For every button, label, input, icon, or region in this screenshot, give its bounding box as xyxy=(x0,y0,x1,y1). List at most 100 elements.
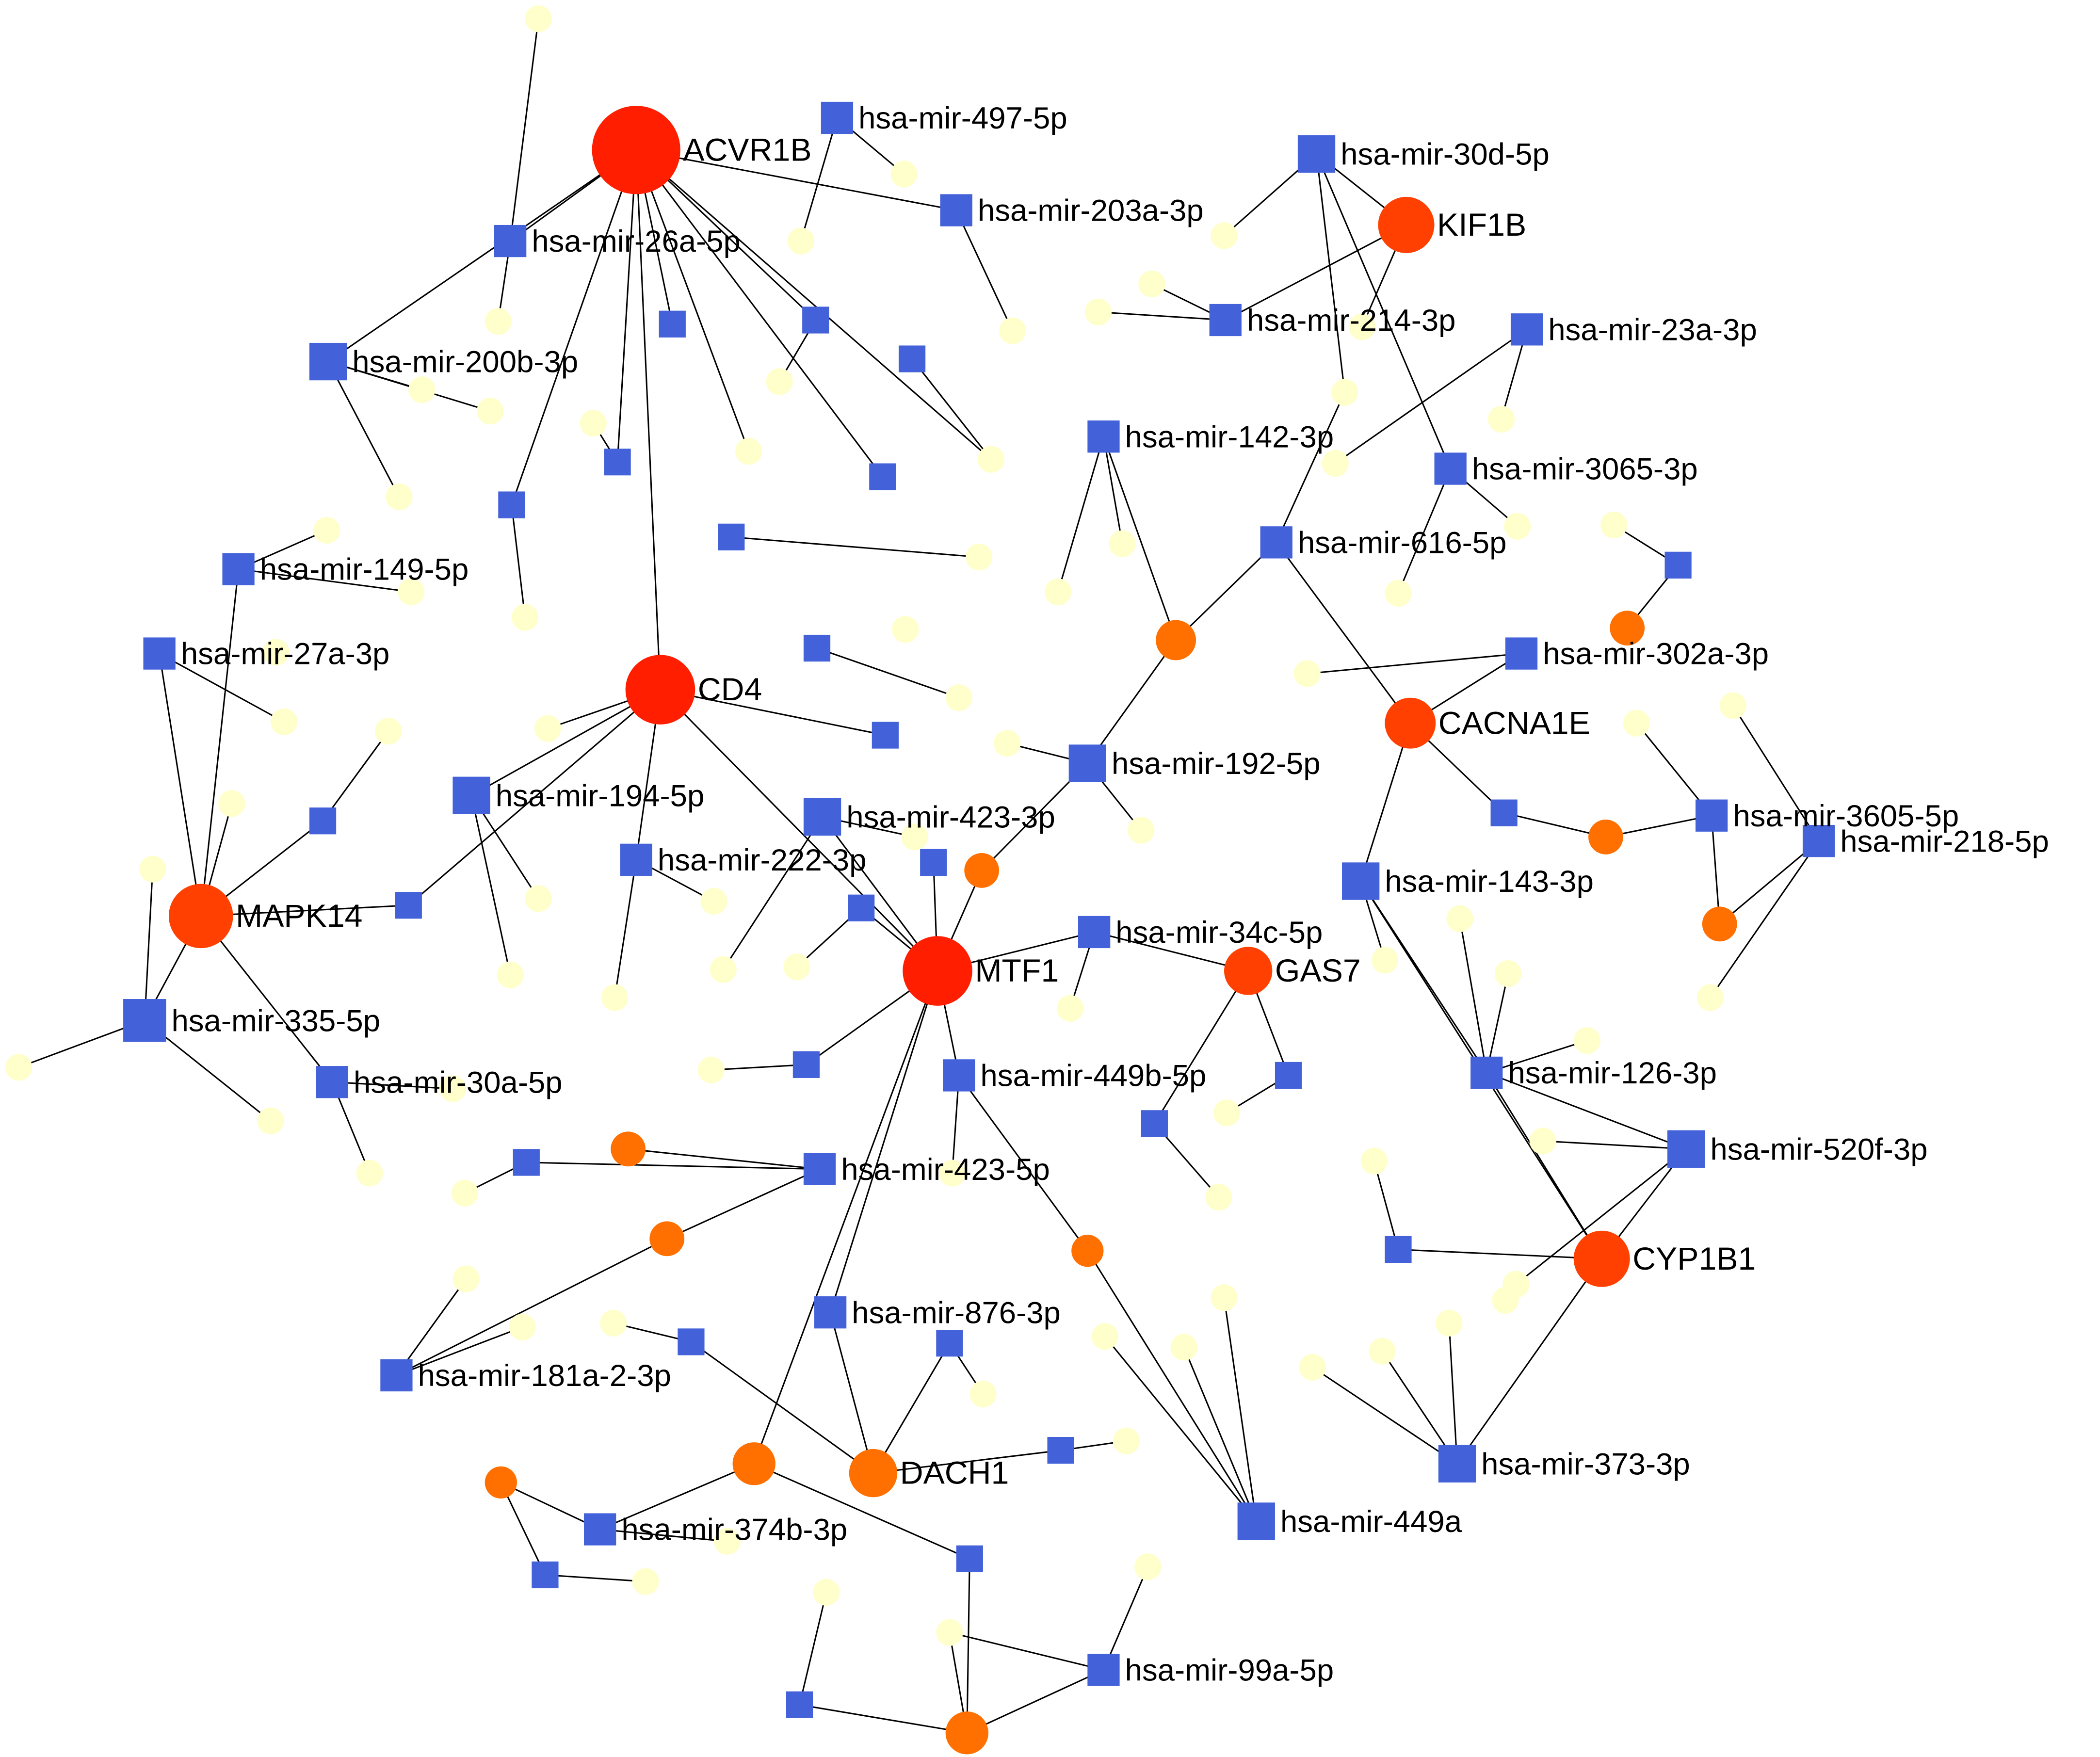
minor-node xyxy=(1293,660,1321,687)
minor-node xyxy=(139,855,166,883)
minor-node xyxy=(1504,513,1531,540)
mirna-label: hsa-mir-200b-3p xyxy=(352,345,578,379)
minor-node xyxy=(398,578,425,606)
network-edge xyxy=(1710,840,1820,999)
minor-node xyxy=(938,1160,966,1187)
network-edge xyxy=(1276,542,1411,724)
minor-node xyxy=(1113,1427,1140,1454)
mirna-label: hsa-mir-616-5p xyxy=(1298,526,1507,560)
minor-node xyxy=(697,1056,725,1083)
minor-node xyxy=(936,1619,963,1646)
mirna-node-unlabeled xyxy=(659,310,686,338)
mirna-label: hsa-mir-218-5p xyxy=(1840,824,2049,858)
minor-node xyxy=(1084,298,1112,326)
minor-node xyxy=(766,368,793,395)
minor-node xyxy=(1299,1354,1326,1381)
mirna-node xyxy=(1209,304,1242,337)
minor-node xyxy=(356,1160,383,1187)
mirna-label: hsa-mir-27a-3p xyxy=(181,637,390,671)
gene-node-unlabeled xyxy=(964,853,1000,888)
gene-node-unlabeled xyxy=(1610,611,1645,646)
network-edge xyxy=(614,859,637,998)
network-edge xyxy=(1098,311,1226,321)
minor-node xyxy=(534,715,562,742)
mirna-node-unlabeled xyxy=(786,1691,813,1718)
minor-node xyxy=(700,887,727,915)
mirna-label: hsa-mir-335-5p xyxy=(172,1004,381,1038)
network-edge xyxy=(1456,1258,1602,1465)
network-edge xyxy=(1373,1161,1399,1250)
mirna-node-unlabeled xyxy=(920,849,947,876)
mirna-node xyxy=(380,1359,413,1392)
minor-node xyxy=(966,544,993,571)
gene-nodes xyxy=(168,106,1737,1755)
mirna-label: hsa-mir-192-5p xyxy=(1112,747,1321,781)
gene-label: MAPK14 xyxy=(236,898,363,934)
mirna-node xyxy=(1068,744,1106,782)
minor-node xyxy=(735,437,762,465)
mirna-nodes xyxy=(123,101,1835,1718)
network-edge xyxy=(1605,815,1712,838)
network-edge xyxy=(800,117,838,242)
gene-label: CYP1B1 xyxy=(1632,1241,1756,1277)
network-edge xyxy=(1183,1347,1257,1522)
network-edge xyxy=(1711,815,1721,924)
network-edge xyxy=(526,1161,820,1170)
gene-node-unlabeled xyxy=(1156,620,1196,661)
network-edge xyxy=(332,1081,453,1090)
mirna-node-unlabeled xyxy=(1385,1236,1412,1263)
node-labels: hsa-mir-497-5phsa-mir-203a-3phsa-mir-26a… xyxy=(172,101,2049,1688)
network-edge xyxy=(1087,640,1177,764)
network-edge xyxy=(1087,1250,1257,1522)
network-edge xyxy=(396,1238,667,1376)
gene-node xyxy=(849,1449,898,1498)
network-edge xyxy=(327,149,637,362)
network-edge xyxy=(1103,436,1177,641)
mirna-node-unlabeled xyxy=(604,449,631,476)
minor-node xyxy=(477,398,504,425)
mirna-node-unlabeled xyxy=(678,1328,705,1355)
mirna-label: hsa-mir-142-3p xyxy=(1125,420,1334,454)
mirna-node-unlabeled xyxy=(1490,799,1518,826)
gene-node xyxy=(168,884,233,949)
gene-label: ACVR1B xyxy=(683,132,811,168)
mirna-node-unlabeled xyxy=(956,1545,983,1572)
mirna-label: hsa-mir-214-3p xyxy=(1247,304,1456,338)
network-edge xyxy=(799,1704,968,1734)
network-edge xyxy=(1316,154,1346,393)
network-edge xyxy=(731,536,979,558)
network-edge xyxy=(817,647,959,699)
minor-node xyxy=(497,961,524,988)
network-edge xyxy=(636,149,956,211)
minor-node xyxy=(1205,1184,1232,1211)
minor-node xyxy=(1138,270,1165,298)
mirna-node xyxy=(943,1059,975,1092)
mirna-node xyxy=(123,999,166,1042)
network-edge xyxy=(911,358,992,460)
mirna-node-unlabeled xyxy=(309,807,337,835)
mirna-label: hsa-mir-149-5p xyxy=(260,553,469,587)
mirna-node-unlabeled xyxy=(803,634,831,662)
mirna-label: hsa-mir-34c-5p xyxy=(1115,916,1323,950)
network-edge xyxy=(829,1312,874,1473)
network-edge xyxy=(829,970,938,1313)
mirna-node-unlabeled xyxy=(898,345,926,372)
network-edge xyxy=(201,904,409,917)
mirna-node-unlabeled xyxy=(513,1149,540,1176)
mirna-label: hsa-mir-203a-3p xyxy=(978,194,1204,228)
network-edge xyxy=(1448,1323,1458,1464)
mirna-label: hsa-mir-222-3p xyxy=(658,843,867,877)
minor-node xyxy=(1322,450,1349,477)
network-edge xyxy=(1102,436,1123,544)
minor-node xyxy=(270,708,298,736)
network-edge xyxy=(1225,224,1407,321)
minor-node xyxy=(813,1579,840,1606)
network-edge xyxy=(1543,1140,1686,1150)
minor-node xyxy=(1213,1099,1241,1127)
mirna-label: hsa-mir-374b-3p xyxy=(621,1513,847,1547)
mirna-node xyxy=(1667,1130,1705,1168)
mirna-node xyxy=(1237,1502,1275,1540)
minor-node xyxy=(262,639,290,666)
network-edge xyxy=(628,1148,820,1170)
minor-nodes xyxy=(5,5,1746,1646)
